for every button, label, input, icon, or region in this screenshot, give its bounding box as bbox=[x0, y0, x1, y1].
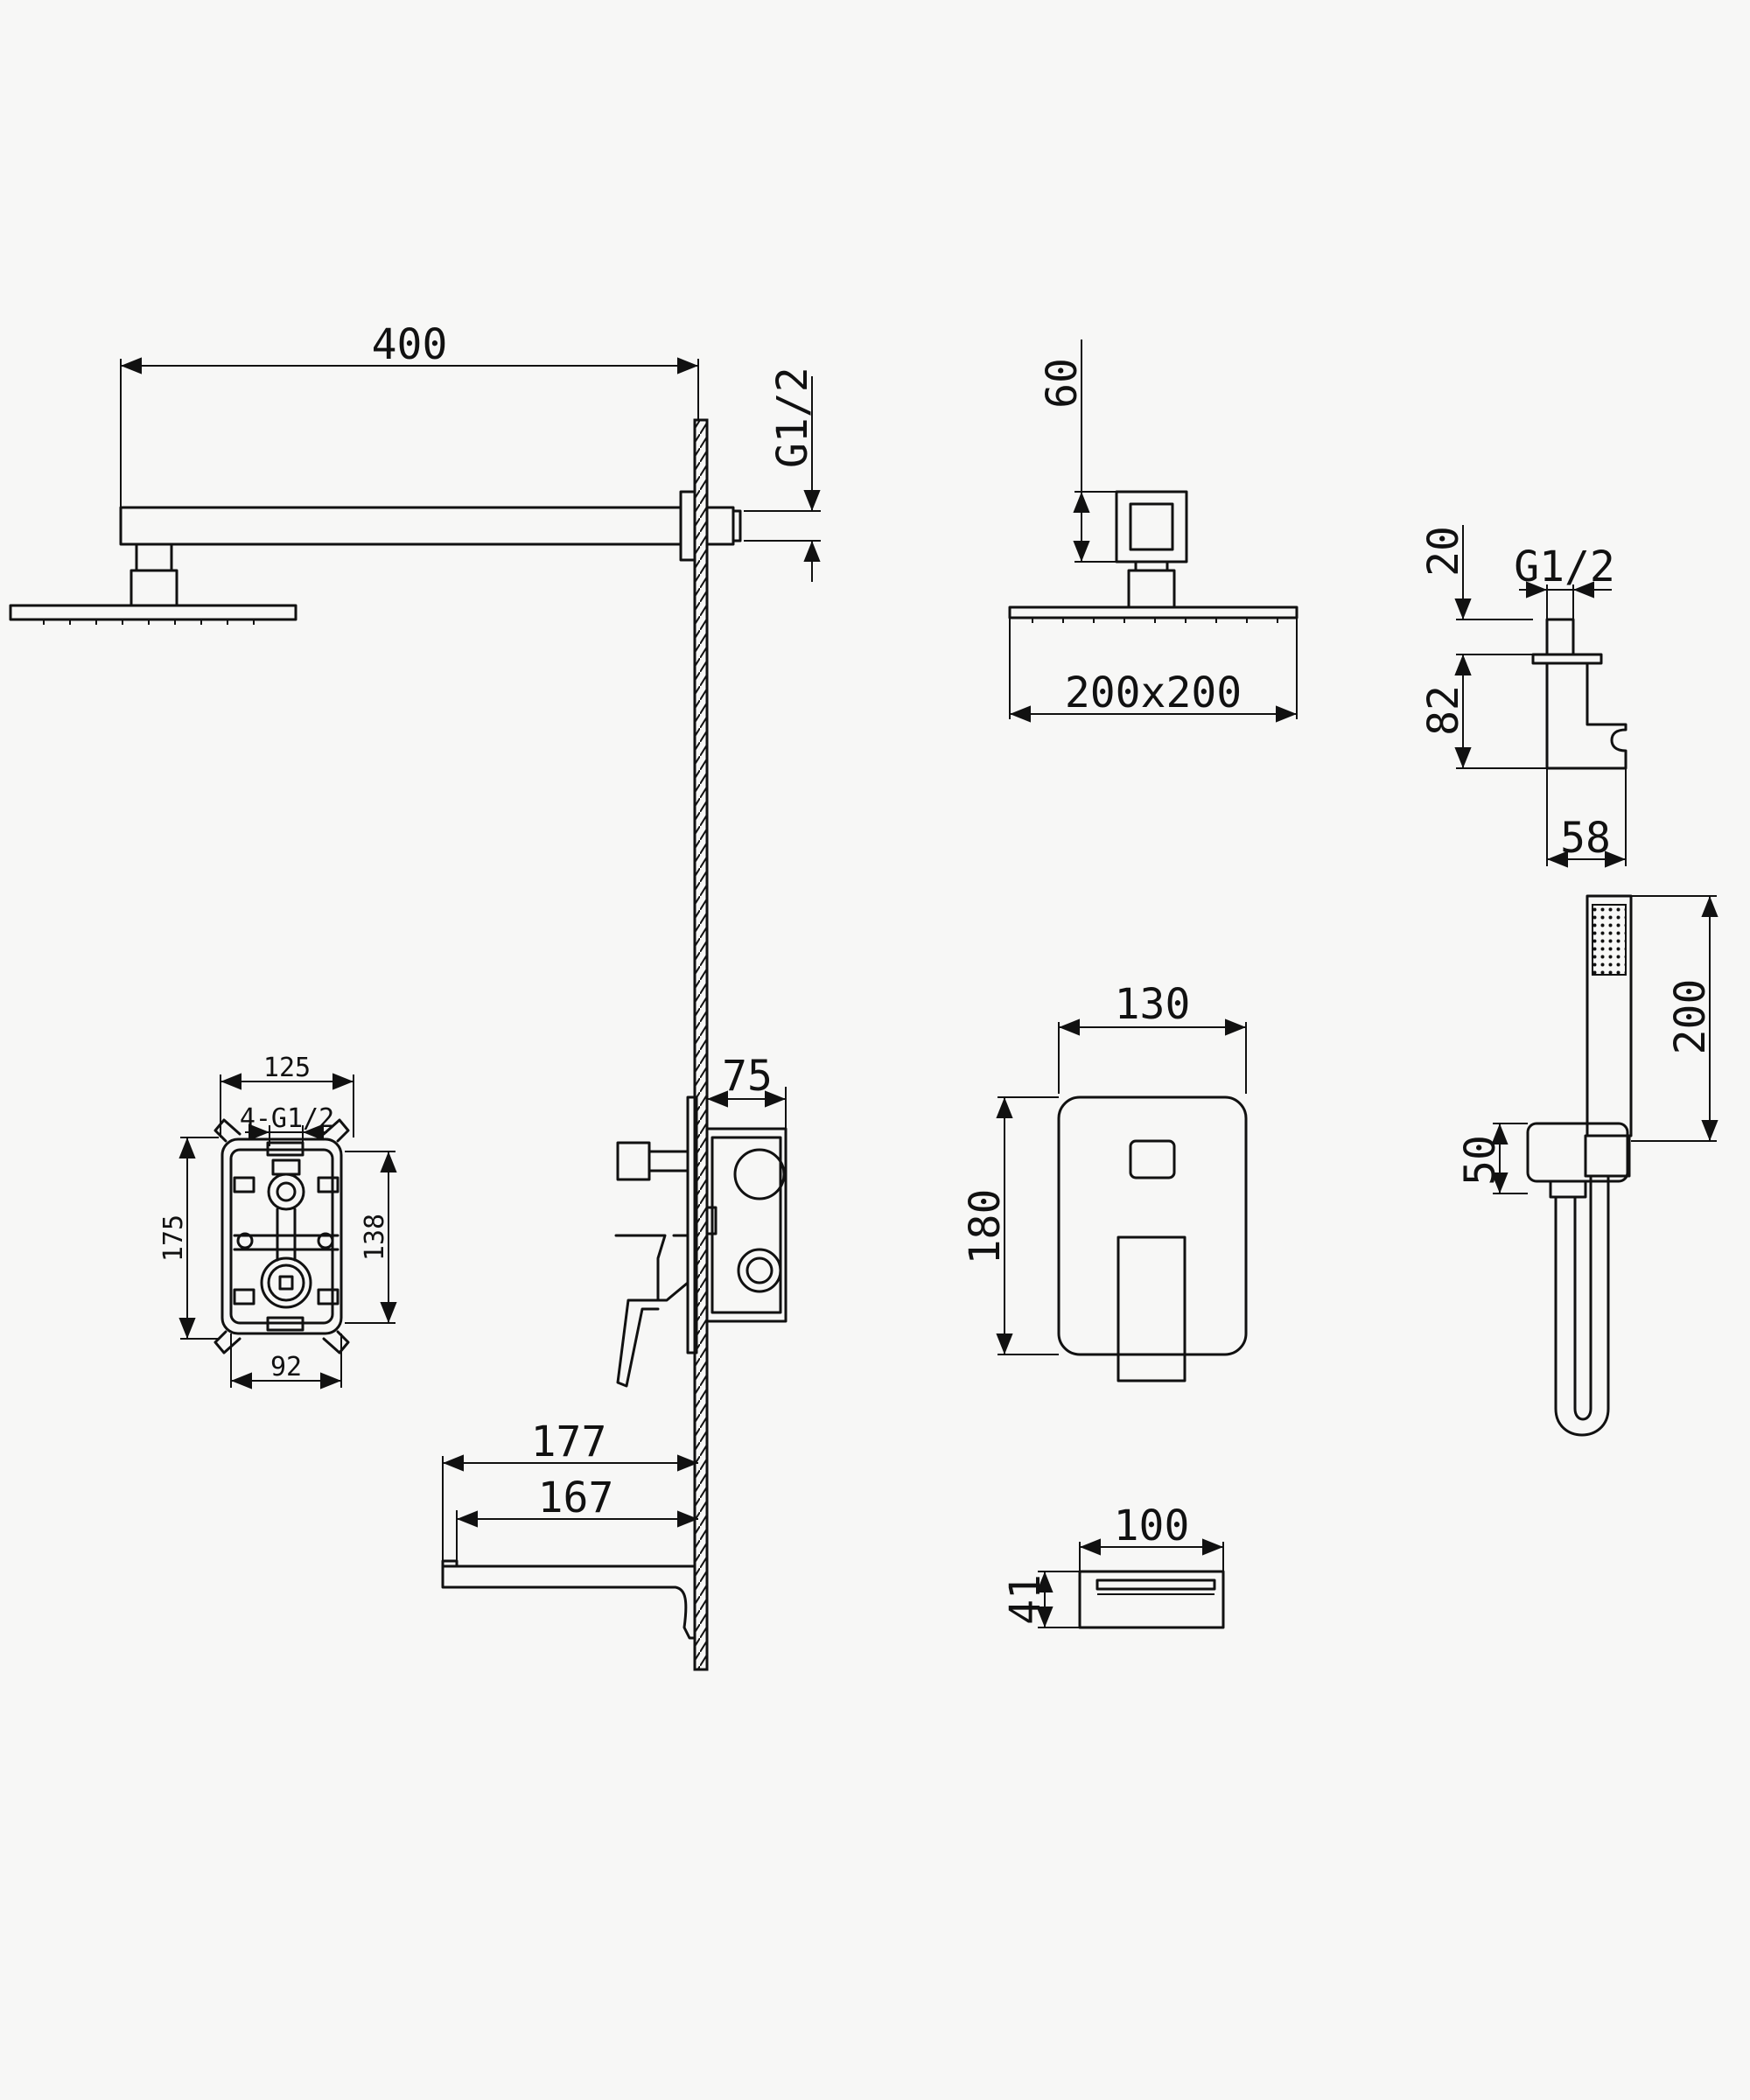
dim-holder-height: 82 bbox=[1419, 654, 1547, 769]
dim-177-label: 177 bbox=[531, 1418, 607, 1466]
shower-arm-side-view bbox=[9, 490, 742, 625]
dim-175-label: 175 bbox=[158, 1214, 189, 1262]
dim-spout-height: 41 bbox=[1001, 1571, 1080, 1628]
dim-58-label: 58 bbox=[1560, 814, 1611, 863]
dim-75-label: 75 bbox=[722, 1052, 773, 1101]
dim-82-label: 82 bbox=[1419, 685, 1468, 736]
dim-arm-thread: G1/2 bbox=[744, 367, 821, 582]
rain-head-front-view bbox=[1008, 490, 1298, 623]
dim-41-label: 41 bbox=[1001, 1574, 1050, 1625]
dim-167-label: 167 bbox=[538, 1474, 614, 1522]
hand-shower bbox=[1526, 894, 1633, 1437]
dim-60-label: 60 bbox=[1038, 358, 1087, 409]
dim-spout-inner: 167 bbox=[456, 1474, 698, 1566]
dim-box-inlets-label: 4-G1/2 bbox=[240, 1103, 334, 1134]
dim-180-label: 180 bbox=[961, 1189, 1010, 1265]
wall-section bbox=[693, 418, 709, 1671]
dim-arm-length: 400 bbox=[120, 320, 699, 508]
dim-130-label: 130 bbox=[1115, 980, 1191, 1029]
dim-spout-outer: 177 bbox=[442, 1418, 698, 1561]
bath-spout-front-view bbox=[1078, 1570, 1225, 1629]
dim-head-neck: 60 bbox=[1038, 340, 1129, 563]
valve-box-front-view bbox=[214, 1118, 350, 1354]
dim-handshower-length: 200 bbox=[1631, 895, 1718, 1142]
dim-box-height: 175 bbox=[158, 1137, 219, 1340]
dim-valve-depth: 75 bbox=[706, 1052, 787, 1129]
dim-box-inner-height: 138 bbox=[345, 1151, 397, 1324]
dim-box-inner-width: 92 bbox=[230, 1334, 342, 1390]
dim-plate-height: 180 bbox=[961, 1096, 1059, 1355]
dim-200-label: 200 bbox=[1666, 979, 1715, 1055]
valve-side-view bbox=[614, 1096, 788, 1388]
dim-100-label: 100 bbox=[1114, 1502, 1190, 1550]
dim-box-inlets: 4-G1/2 bbox=[240, 1103, 334, 1146]
dim-arm-thread-label: G1/2 bbox=[768, 367, 817, 468]
dim-holder-thread-label: G1/2 bbox=[1514, 542, 1615, 592]
dim-138-label: 138 bbox=[360, 1214, 390, 1261]
rain-head-nozzles bbox=[43, 620, 255, 625]
dim-holder-thread: G1/2 bbox=[1514, 542, 1615, 620]
dim-bracket-height: 50 bbox=[1456, 1123, 1528, 1194]
wall-outlet-holder bbox=[1531, 618, 1628, 770]
dim-92-label: 92 bbox=[270, 1352, 302, 1382]
dim-400-label: 400 bbox=[372, 320, 448, 369]
dim-head-size: 200x200 bbox=[1009, 618, 1298, 723]
dim-holder-depth: 58 bbox=[1546, 768, 1627, 868]
dim-box-width: 125 bbox=[220, 1053, 354, 1138]
dim-125-label: 125 bbox=[263, 1053, 311, 1083]
dim-50-label: 50 bbox=[1456, 1135, 1505, 1186]
dim-spout-width: 100 bbox=[1079, 1502, 1224, 1572]
bath-spout-side-view bbox=[441, 1559, 696, 1640]
cover-plate-front-view bbox=[1057, 1096, 1248, 1382]
dim-200x200-label: 200x200 bbox=[1065, 668, 1242, 718]
dim-20-label: 20 bbox=[1419, 526, 1468, 577]
dim-plate-width: 130 bbox=[1058, 980, 1247, 1094]
